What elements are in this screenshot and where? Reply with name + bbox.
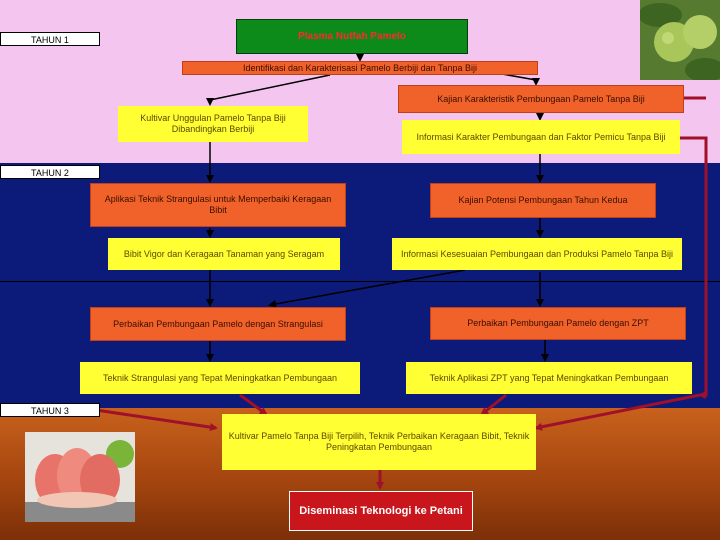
arrow-loop-right-down (536, 395, 700, 428)
arrow-teknik-zpt-kultivar-akhir (482, 395, 506, 414)
year-1-label: TAHUN 1 (0, 32, 100, 46)
arrow-kesesuaian-perbaikan-strangulasi (270, 270, 465, 305)
node-identifikasi: Identifikasi dan Karakterisasi Pamelo Be… (182, 61, 538, 75)
node-kultivar-unggulan: Kultivar Unggulan Pamelo Tanpa Biji Diba… (118, 106, 308, 142)
arrow-loop-left (96, 410, 216, 428)
node-teknik-zpt: Teknik Aplikasi ZPT yang Tepat Meningkat… (406, 362, 692, 394)
node-teknik-strangulasi: Teknik Strangulasi yang Tepat Meningkatk… (80, 362, 360, 394)
node-perbaikan-zpt: Perbaikan Pembungaan Pamelo dengan ZPT (430, 307, 686, 340)
node-kultivar-akhir: Kultivar Pamelo Tanpa Biji Terpilih, Tek… (222, 414, 536, 470)
year-2-label: TAHUN 2 (0, 165, 100, 179)
node-plasma-nutfah: Plasma Nutfah Pamelo (236, 19, 468, 54)
node-aplikasi-strangulasi: Aplikasi Teknik Strangulasi untuk Memper… (90, 183, 346, 227)
year-3-label: TAHUN 3 (0, 403, 100, 417)
node-kajian-karakteristik: Kajian Karakteristik Pembungaan Pamelo T… (398, 85, 684, 113)
node-informasi-pola: Informasi Karakter Pembungaan dan Faktor… (402, 120, 680, 154)
arrow-identifikasi-kultivar (210, 75, 330, 104)
arrow-teknik-strangulasi-kultivar-akhir (240, 395, 266, 414)
node-kajian-potensi: Kajian Potensi Pembungaan Tahun Kedua (430, 183, 656, 218)
node-informasi-kesesuaian: Informasi Kesesuaian Pembungaan dan Prod… (392, 238, 682, 270)
arrow-loop-right (680, 138, 706, 395)
node-diseminasi: Diseminasi Teknologi ke Petani (289, 491, 473, 531)
node-perbaikan-strangulasi: Perbaikan Pembungaan Pamelo dengan Stran… (90, 307, 346, 341)
node-bibit-vigor: Bibit Vigor dan Keragaan Tanaman yang Se… (108, 238, 340, 270)
